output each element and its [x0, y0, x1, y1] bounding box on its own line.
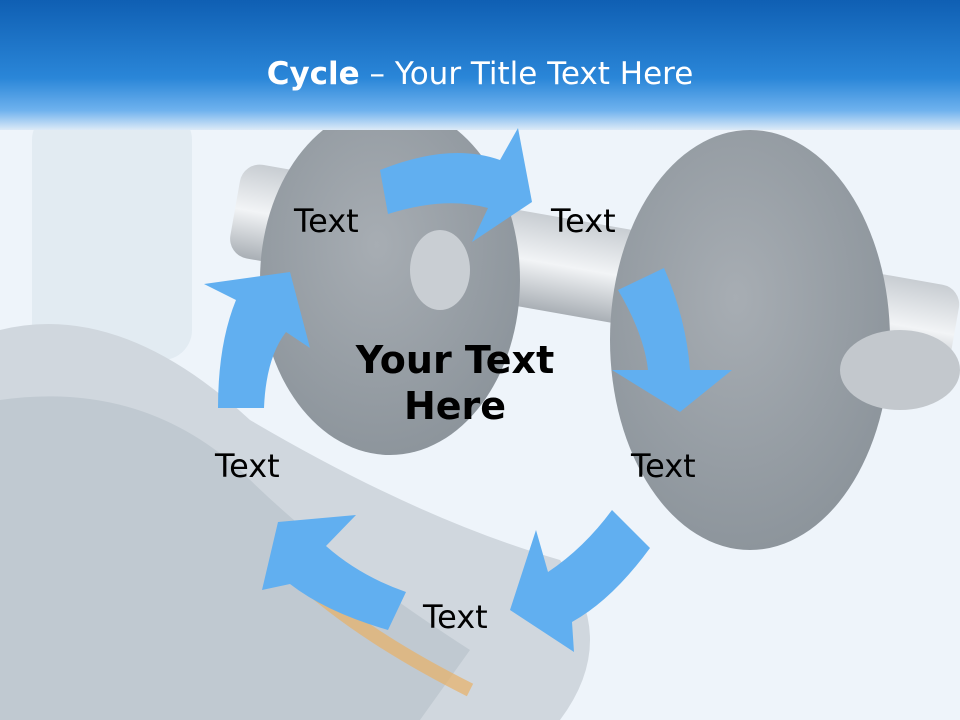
cycle-arrow-bottom-left — [262, 515, 406, 630]
cycle-label-left: Text — [215, 447, 280, 485]
cycle-label-right: Text — [631, 447, 696, 485]
cycle-arrow-left — [204, 272, 310, 408]
cycle-arrow-bottom-right — [510, 510, 650, 652]
title-bold: Cycle — [266, 56, 360, 92]
title-rest: – Your Title Text Here — [359, 56, 694, 92]
center-text-line1: Your Text — [355, 338, 555, 382]
cycle-label-top-left: Text — [294, 202, 359, 240]
center-text-line2: Here — [403, 383, 507, 428]
cycle-arrow-right — [612, 268, 732, 412]
cycle-arrow-top — [380, 128, 532, 242]
slide-title: Cycle – Your Title Text Here — [0, 56, 960, 92]
cycle-label-bottom: Text — [423, 598, 488, 636]
cycle-label-top-right: Text — [551, 202, 616, 240]
center-text: Your Text Here — [330, 338, 580, 429]
